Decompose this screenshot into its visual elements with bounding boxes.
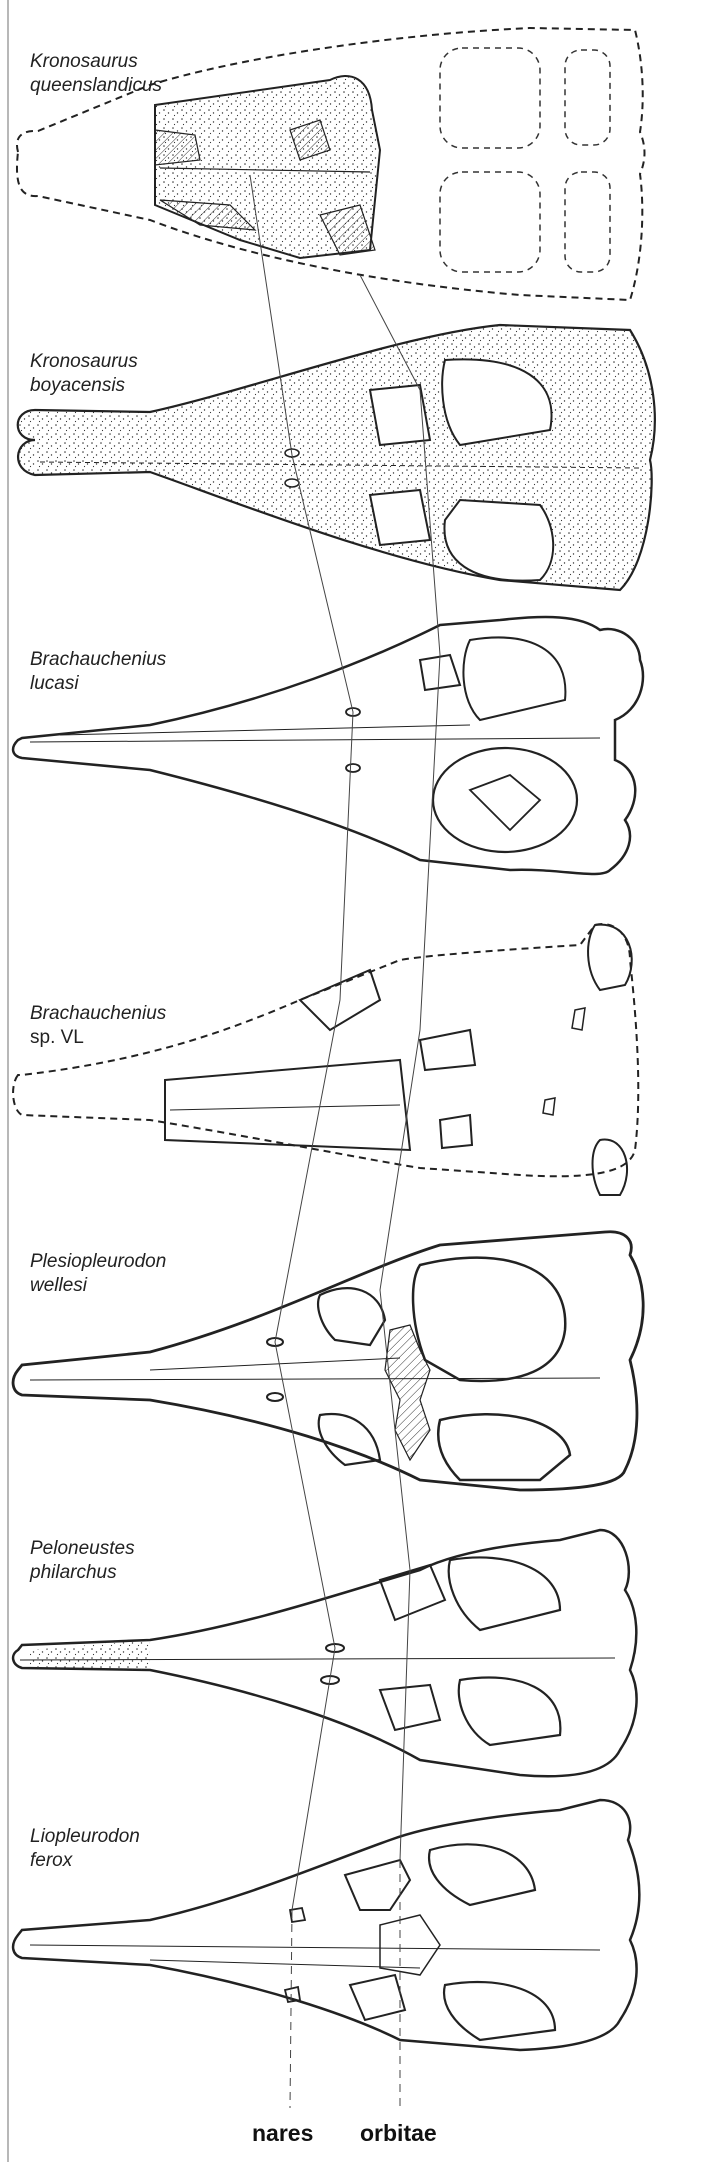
- panel-label-1: Kronosaurus queenslandicus: [30, 50, 162, 98]
- orbitae-label: orbitae: [360, 2120, 437, 2146]
- panel-label-species: ferox: [30, 1850, 73, 1871]
- skull-kronosaurus-boyacensis: [16, 323, 656, 592]
- panel-label-2: Kronosaurus boyacensis: [30, 350, 138, 398]
- panel-label-4: Brachauchenius sp. VL: [30, 1002, 166, 1050]
- panel-label-species: sp. VL: [30, 1027, 84, 1048]
- orbitae-correlation-lines: [359, 274, 441, 2108]
- panel-label-genus: Brachauchenius: [30, 1003, 167, 1024]
- panel-label-genus: Liopleurodon: [30, 1826, 140, 1847]
- panel-label-genus: Plesiopleurodon: [30, 1251, 167, 1272]
- panel-label-5: Plesiopleurodon wellesi: [30, 1250, 166, 1298]
- panel-label-species: lucasi: [30, 673, 79, 694]
- panel-label-genus: Brachauchenius: [30, 649, 167, 670]
- nares-correlation-lines: [249, 174, 354, 2109]
- panel-label-genus: Kronosaurus: [30, 351, 138, 372]
- panel-label-3: Brachauchenius lucasi: [30, 648, 166, 696]
- panel-label-species: queenslandicus: [30, 75, 163, 96]
- panel-label-species: boyacensis: [30, 375, 126, 396]
- panel-label-6: Peloneustes philarchus: [30, 1537, 135, 1585]
- nares-label: nares: [252, 2120, 314, 2146]
- panel-label-7: Liopleurodon ferox: [30, 1825, 140, 1873]
- panel-label-genus: Peloneustes: [30, 1538, 135, 1559]
- skull-plesiopleurodon-wellesi: [11, 1230, 645, 1492]
- panel-label-species: philarchus: [30, 1562, 117, 1583]
- skull-liopleurodon-ferox: [11, 1798, 641, 2052]
- panel-label-genus: Kronosaurus: [30, 51, 138, 72]
- panel-label-species: wellesi: [30, 1275, 88, 1296]
- skull-kronosaurus-queenslandicus: [16, 26, 646, 302]
- skull-peloneustes-philarchus: [11, 1528, 638, 1778]
- skull-brachauchenius-sp-vl: [12, 923, 640, 1196]
